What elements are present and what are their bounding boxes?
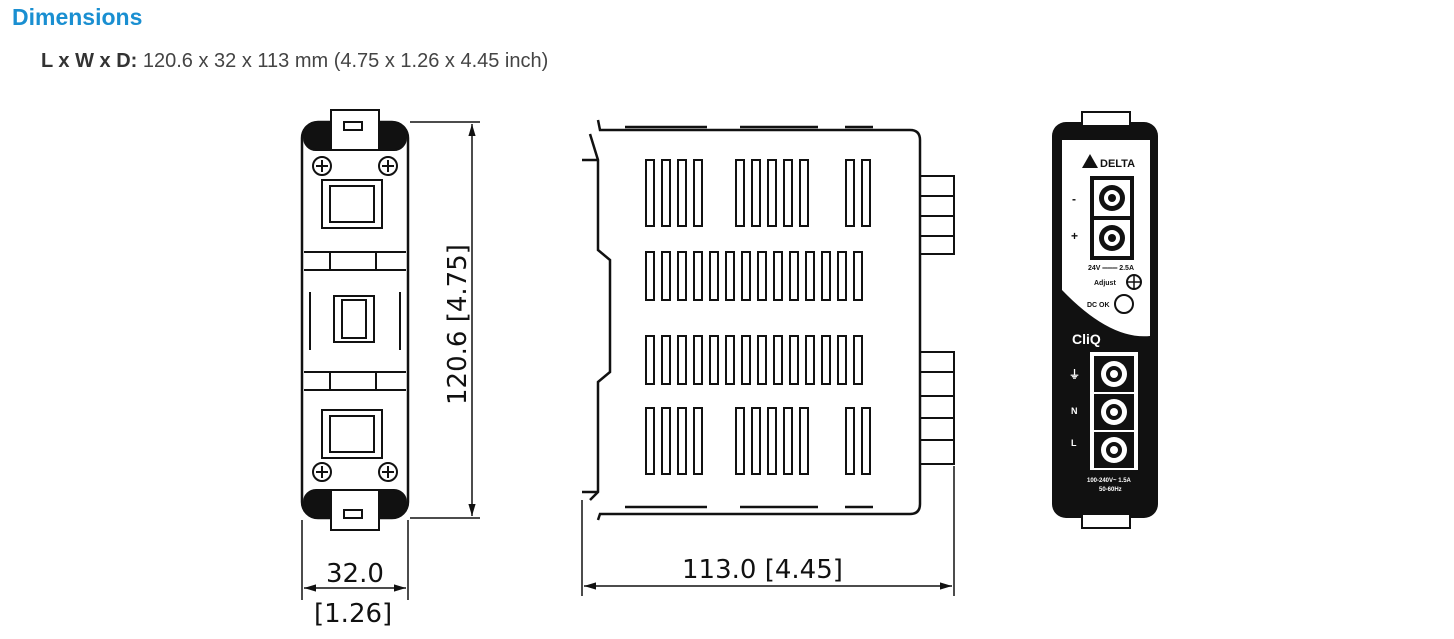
spec-label: L x W x D: (41, 50, 138, 72)
depth-side-view (582, 119, 922, 521)
section-title: Dimensions (12, 4, 143, 30)
series-logo: CliQ (1072, 331, 1101, 347)
depth-side-terminals (919, 175, 955, 465)
width-dimension-inch: [1.26] (314, 599, 392, 629)
input-rating-line2: 50-60Hz (1099, 487, 1122, 493)
neutral-label: N (1071, 406, 1078, 416)
depth-dimension-label: 113.0 [4.45] (682, 555, 843, 585)
height-dimension (410, 121, 480, 519)
input-rating-line1: 100-240V~ 1.5A (1087, 478, 1132, 484)
adjust-label: Adjust (1094, 280, 1116, 287)
minus-label: - (1072, 192, 1076, 206)
narrow-side-view (300, 109, 410, 531)
front-panel-view (1052, 111, 1158, 529)
depth-side-vents (645, 159, 871, 475)
height-dimension-label: 120.6 [4.75] (443, 244, 473, 405)
dimensions-spec: L x W x D: 120.6 x 32 x 113 mm (4.75 x 1… (41, 50, 548, 73)
brand-label: DELTA (1100, 158, 1135, 170)
line-label: L (1071, 438, 1077, 448)
width-dimension (301, 520, 409, 600)
output-rating: 24V ═══ 2.5A (1088, 265, 1134, 272)
depth-dimension (581, 466, 955, 596)
spec-value: 120.6 x 32 x 113 mm (4.75 x 1.26 x 4.45 … (142, 50, 549, 72)
earth-label: ⏚ (1069, 368, 1080, 381)
dc-ok-led-icon (1114, 294, 1134, 314)
delta-logo-icon (1082, 154, 1098, 168)
plus-label: + (1071, 229, 1078, 243)
width-dimension-mm: 32.0 (326, 559, 384, 589)
dc-ok-label: DC OK (1087, 302, 1110, 309)
